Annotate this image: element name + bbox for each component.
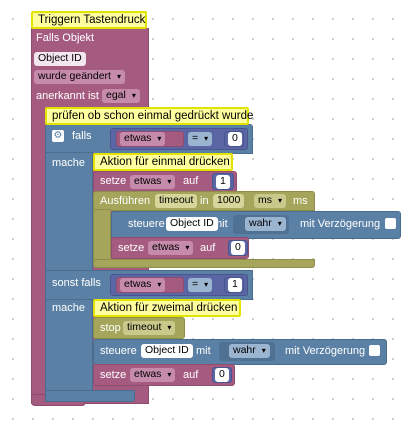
control-object-field[interactable]: Object ID xyxy=(166,217,218,231)
if-comment-text: prüfen ob schon einmal gedrückt wurde xyxy=(52,110,254,122)
timeout-block-spine xyxy=(93,209,111,263)
set-var-dropdown-3[interactable]: etwas ▾ xyxy=(130,368,176,382)
timeout-delay-field[interactable]: 1000 xyxy=(213,194,245,208)
then2-comment-text: Aktion für zweimal drücken xyxy=(100,302,238,314)
timeout-name-field[interactable]: timeout xyxy=(155,194,198,208)
mache-label: mache xyxy=(52,157,86,169)
set-value-field-3[interactable]: 0 xyxy=(215,368,229,382)
control-value-dropdown-2[interactable]: wahr ▾ xyxy=(229,344,270,358)
unit-option-text: ms xyxy=(258,194,272,206)
var-name-text: etwas xyxy=(124,132,152,144)
trigger-changed-dropdown[interactable]: wurde geändert ▾ xyxy=(34,70,125,84)
bool-value-text: wahr xyxy=(233,344,256,356)
chevron-down-icon: ▾ xyxy=(167,177,172,186)
set-value-field-1[interactable]: 1 xyxy=(216,175,230,189)
control-delay-label: mit Verzögerung xyxy=(300,218,381,230)
number-field-1[interactable]: 0 xyxy=(228,132,242,146)
acknowledged-label: anerkannt ist xyxy=(36,90,99,102)
control-delay-label: mit Verzögerung xyxy=(285,345,366,357)
chevron-down-icon: ▾ xyxy=(204,280,209,289)
changed-option-text: wurde geändert xyxy=(38,70,111,82)
set-to-label: auf xyxy=(183,175,199,187)
falls-label: falls xyxy=(72,130,92,142)
var-name-text: etwas xyxy=(152,241,180,253)
set-value-field-2[interactable]: 0 xyxy=(231,241,245,255)
delay-checkbox-2[interactable] xyxy=(369,345,380,356)
trigger-comment[interactable]: Triggern Tastendruck xyxy=(31,11,147,29)
chevron-down-icon: ▾ xyxy=(116,72,121,81)
chevron-down-icon: ▾ xyxy=(167,323,172,332)
operator-text: = xyxy=(192,278,199,290)
set-to-label: auf xyxy=(200,242,216,254)
var-name-text: etwas xyxy=(124,278,152,290)
chevron-down-icon: ▾ xyxy=(277,196,282,205)
control-label: steuere xyxy=(100,345,137,357)
gear-icon[interactable]: ⚙ xyxy=(52,130,64,142)
chevron-down-icon: ▾ xyxy=(261,346,266,355)
elseif-label: sonst falls xyxy=(52,277,101,289)
trigger-comment-text: Triggern Tastendruck xyxy=(38,14,146,26)
falls-objekt-label: Falls Objekt xyxy=(36,32,95,44)
bool-value-text: wahr xyxy=(249,217,272,229)
set-var-dropdown-1[interactable]: etwas ▾ xyxy=(130,175,176,189)
acknowledged-option-text: egal xyxy=(106,89,126,101)
set-label: setze xyxy=(118,242,145,254)
chevron-down-icon: ▾ xyxy=(204,134,209,143)
then1-comment[interactable]: Aktion für einmal drücken xyxy=(93,153,233,171)
number-field-2[interactable]: 1 xyxy=(228,278,242,292)
timeout-label: Ausführen xyxy=(100,195,151,207)
set-var-dropdown-2[interactable]: etwas ▾ xyxy=(148,241,194,255)
var-dropdown-etwas-1[interactable]: etwas ▾ xyxy=(120,132,166,146)
timeout-unit-dropdown[interactable]: ms ▾ xyxy=(254,194,286,208)
set-label: setze xyxy=(100,369,127,381)
chevron-down-icon: ▾ xyxy=(157,280,162,289)
set-label: setze xyxy=(100,175,127,187)
acknowledged-dropdown[interactable]: egal ▾ xyxy=(102,89,140,103)
stop-timeout-dropdown[interactable]: timeout ▾ xyxy=(123,321,176,335)
control-label: steuere xyxy=(128,218,165,230)
mache2-label: mache xyxy=(52,302,86,314)
timeout-name-text: timeout xyxy=(127,321,162,333)
operator-text: = xyxy=(192,132,199,144)
timeout-unit-label: ms xyxy=(293,195,308,207)
then1-comment-text: Aktion für einmal drücken xyxy=(100,156,230,168)
chevron-down-icon: ▾ xyxy=(277,219,282,228)
then2-comment[interactable]: Aktion für zweimal drücken xyxy=(93,299,241,317)
timeout-in-label: in xyxy=(200,195,209,207)
control-with-label: mit xyxy=(196,345,211,357)
var-dropdown-etwas-2[interactable]: etwas ▾ xyxy=(120,278,166,292)
operator-dropdown-1[interactable]: = ▾ xyxy=(188,132,213,146)
control-with-label: mit xyxy=(213,218,228,230)
stop-label: stop xyxy=(100,322,121,334)
control-value-dropdown[interactable]: wahr ▾ xyxy=(245,217,286,231)
chevron-down-icon: ▾ xyxy=(157,134,162,143)
if-block-bottom xyxy=(45,390,135,402)
chevron-down-icon: ▾ xyxy=(131,91,136,100)
trigger-object-id-field[interactable]: Object ID xyxy=(34,52,86,66)
set-to-label: auf xyxy=(183,369,199,381)
chevron-down-icon: ▾ xyxy=(167,370,172,379)
chevron-down-icon: ▾ xyxy=(185,243,190,252)
if-comment[interactable]: prüfen ob schon einmal gedrückt wurde xyxy=(45,107,253,125)
timeout-block-bottom xyxy=(93,259,315,268)
control-object-field-2[interactable]: Object ID xyxy=(141,344,193,358)
var-name-text: etwas xyxy=(134,175,162,187)
var-name-text: etwas xyxy=(134,368,162,380)
delay-checkbox[interactable] xyxy=(385,218,396,229)
operator-dropdown-2[interactable]: = ▾ xyxy=(188,278,213,292)
